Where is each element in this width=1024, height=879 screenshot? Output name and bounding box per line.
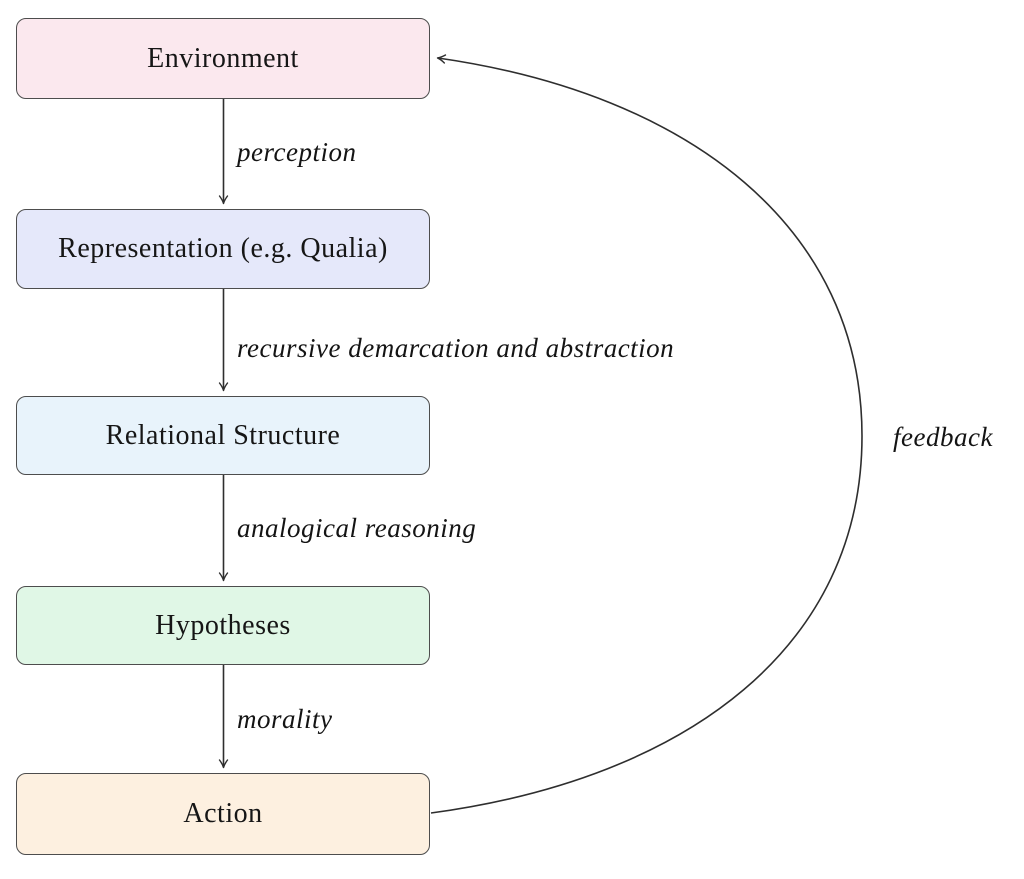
node-action: Action xyxy=(16,773,430,855)
edge-label-feedback: feedback xyxy=(893,422,993,452)
node-representation: Representation (e.g. Qualia) xyxy=(16,209,430,289)
node-environment: Environment xyxy=(16,18,430,99)
node-relational-structure-label: Relational Structure xyxy=(105,419,341,451)
node-relational-structure: Relational Structure xyxy=(16,396,430,475)
edge-label-morality: morality xyxy=(237,704,333,734)
node-environment-label: Environment xyxy=(147,42,299,74)
node-action-label: Action xyxy=(183,798,263,829)
arrow-feedback xyxy=(430,54,863,814)
edge-label-perception: perception xyxy=(237,137,357,167)
edge-label-analogical-reasoning: analogical reasoning xyxy=(237,513,477,543)
edge-label-recursive-demarcation: recursive demarcation and abstraction xyxy=(237,333,675,363)
node-hypotheses-label: Hypotheses xyxy=(155,609,291,641)
node-representation-label: Representation (e.g. Qualia) xyxy=(58,233,388,264)
node-hypotheses: Hypotheses xyxy=(16,586,430,665)
